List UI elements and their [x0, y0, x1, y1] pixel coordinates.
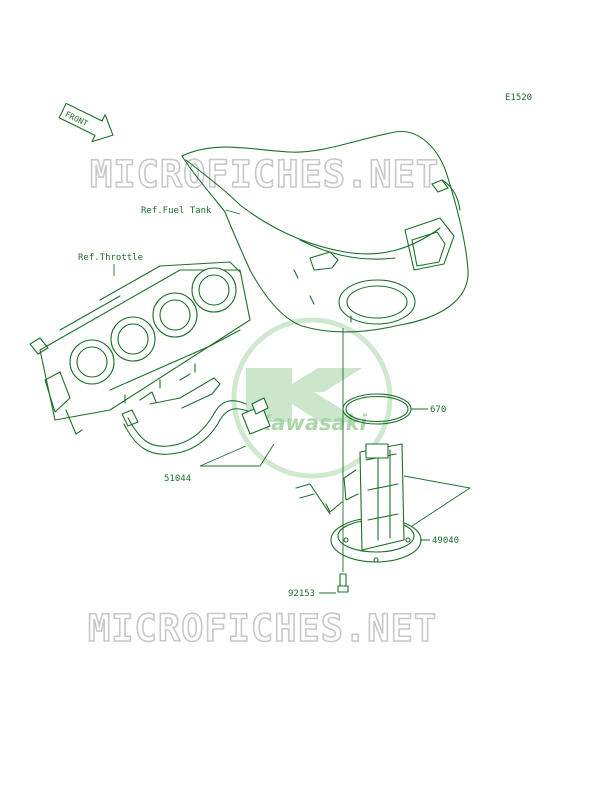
label-part-670[interactable]: 670	[430, 405, 446, 415]
diagram-code: E1520	[505, 93, 532, 103]
label-fuel-tank: Ref.Fuel Tank	[141, 206, 212, 216]
leader-hose	[199, 443, 275, 467]
leader-fuel-tank	[225, 209, 241, 215]
fuel-tank	[181, 131, 469, 333]
label-part-51044[interactable]: 51044	[164, 474, 191, 484]
fuel-pump-assembly	[295, 443, 422, 563]
o-ring	[342, 393, 412, 425]
throttle-body-assembly	[29, 261, 251, 435]
leader-pump	[403, 475, 472, 541]
front-arrow-icon: FRONT	[58, 102, 114, 143]
watermark-bottom: MICROFICHES.NET	[88, 607, 437, 650]
label-part-49040[interactable]: 49040	[432, 536, 459, 546]
watermark-top: MICROFICHES.NET	[90, 153, 439, 196]
label-throttle: Ref.Throttle	[78, 253, 143, 263]
label-part-92153[interactable]: 92153	[288, 589, 315, 599]
bolt	[337, 573, 349, 593]
fuel-hose	[121, 397, 271, 455]
logo-wordmark: Kawasaki	[255, 411, 368, 435]
